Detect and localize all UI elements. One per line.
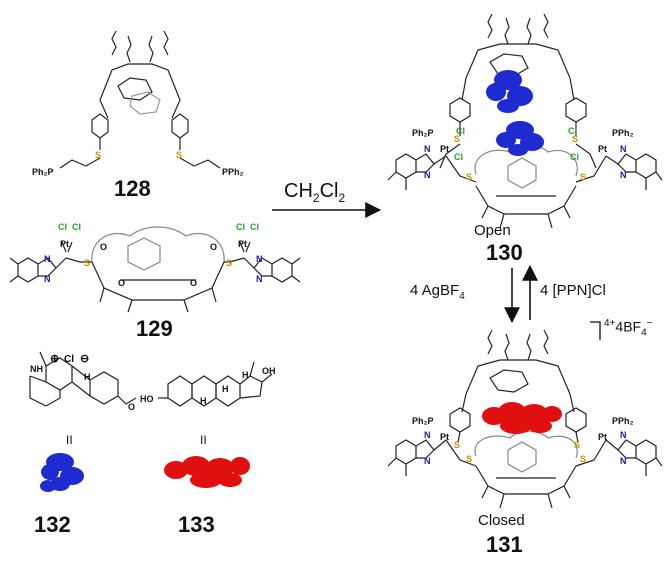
guest-132-in-130 <box>486 70 544 156</box>
compound-label-129: 129 <box>136 316 173 341</box>
svg-text:O: O <box>118 278 125 288</box>
n-131-1: N <box>424 430 431 440</box>
structure-130 <box>387 13 663 229</box>
forward-reagent-label: 4 AgBF4 <box>410 282 465 302</box>
pph2-130: PPh₂ <box>612 128 634 138</box>
pph2-label-128: PPh₂ <box>222 167 244 177</box>
cl-129-1: Cl <box>58 222 67 232</box>
o-132: O <box>128 402 135 412</box>
structure-131 <box>387 329 663 509</box>
guest-132-blob <box>40 453 84 492</box>
nh-132: NH <box>30 364 43 374</box>
cl-130-2: Cl <box>454 152 463 162</box>
state-closed-label: Closed <box>478 512 525 529</box>
n-129-4: N <box>256 274 263 284</box>
ph2p-130: Ph₂P <box>412 128 434 138</box>
sulfur-atom-128-left: S <box>95 150 101 160</box>
h-133-3: H <box>200 396 207 406</box>
pt-129-left: Pt <box>60 239 69 249</box>
solvent-label: CH2Cl2 <box>284 180 346 205</box>
pt-130-2: Pt <box>598 144 607 154</box>
guest-133-blob <box>164 456 250 488</box>
compound-label-133: 133 <box>178 512 215 537</box>
svg-text:O: O <box>210 242 217 252</box>
n-129-1: N <box>44 254 51 264</box>
s-129-right: S <box>226 258 232 268</box>
svg-text:O: O <box>100 242 107 252</box>
n-130-2: N <box>424 170 431 180</box>
n-129-3: N <box>256 254 263 264</box>
guest-133-in-131 <box>482 402 562 434</box>
charge-label: 4+4BF4− <box>604 318 653 339</box>
s-131-4: S <box>580 454 586 464</box>
h-133-1: H <box>222 384 229 394</box>
s-130-3: S <box>466 172 472 182</box>
n-131-3: N <box>620 430 627 440</box>
reverse-reagent-label: 4 [PPN]Cl <box>540 282 606 299</box>
cl-129-4: Cl <box>250 222 259 232</box>
n-130-1: N <box>424 144 431 154</box>
compound-label-132: 132 <box>34 512 71 537</box>
svg-text:O: O <box>190 278 197 288</box>
charge-bracket <box>590 321 601 340</box>
structure-128 <box>59 30 221 169</box>
s-130-4: S <box>580 172 586 182</box>
s-131-1: S <box>454 440 460 450</box>
compound-label-130: 130 <box>486 240 523 265</box>
state-open-label: Open <box>474 222 511 239</box>
plus-132: ⊕ <box>50 353 59 365</box>
pph2-131: PPh₂ <box>612 416 634 426</box>
s-130-1: S <box>454 134 460 144</box>
equals-133: II <box>200 433 207 447</box>
structure-129 <box>9 226 301 313</box>
structure-133 <box>158 361 273 407</box>
s-129-left: S <box>84 258 90 268</box>
sulfur-atom-128-right: S <box>176 150 182 160</box>
structure-132 <box>29 351 137 407</box>
compound-label-131: 131 <box>486 532 523 557</box>
ph2p-label-128: Ph₂P <box>32 167 54 177</box>
cl-129-2: Cl <box>72 222 81 232</box>
s-131-2: S <box>574 440 580 450</box>
cl-130-1: Cl <box>456 126 465 136</box>
n-131-4: N <box>620 456 627 466</box>
pt-131-2: Pt <box>598 432 607 442</box>
cl-130-4: Cl <box>570 152 579 162</box>
compound-label-128: 128 <box>114 176 151 201</box>
oh-133: OH <box>262 366 276 376</box>
n-131-2: N <box>424 456 431 466</box>
oxygen-atoms-129: O O O O <box>100 242 217 288</box>
h-132: H <box>84 372 91 382</box>
s-130-2: S <box>572 134 578 144</box>
minus-132: ⊖ <box>80 353 89 365</box>
cl-132: Cl <box>64 354 74 365</box>
ho-133: HO <box>140 394 154 404</box>
cl-129-3: Cl <box>236 222 245 232</box>
pt-131-1: Pt <box>440 432 449 442</box>
n-130-4: N <box>620 170 627 180</box>
equals-132: II <box>66 433 73 447</box>
h-133-2: H <box>242 370 249 380</box>
ph2p-131: Ph₂P <box>412 416 434 426</box>
pt-129-right: Pt <box>238 239 247 249</box>
n-129-2: N <box>44 274 51 284</box>
pt-130-1: Pt <box>440 144 449 154</box>
n-130-3: N <box>620 144 627 154</box>
s-131-3: S <box>466 454 472 464</box>
cl-130-3: Cl <box>568 126 577 136</box>
